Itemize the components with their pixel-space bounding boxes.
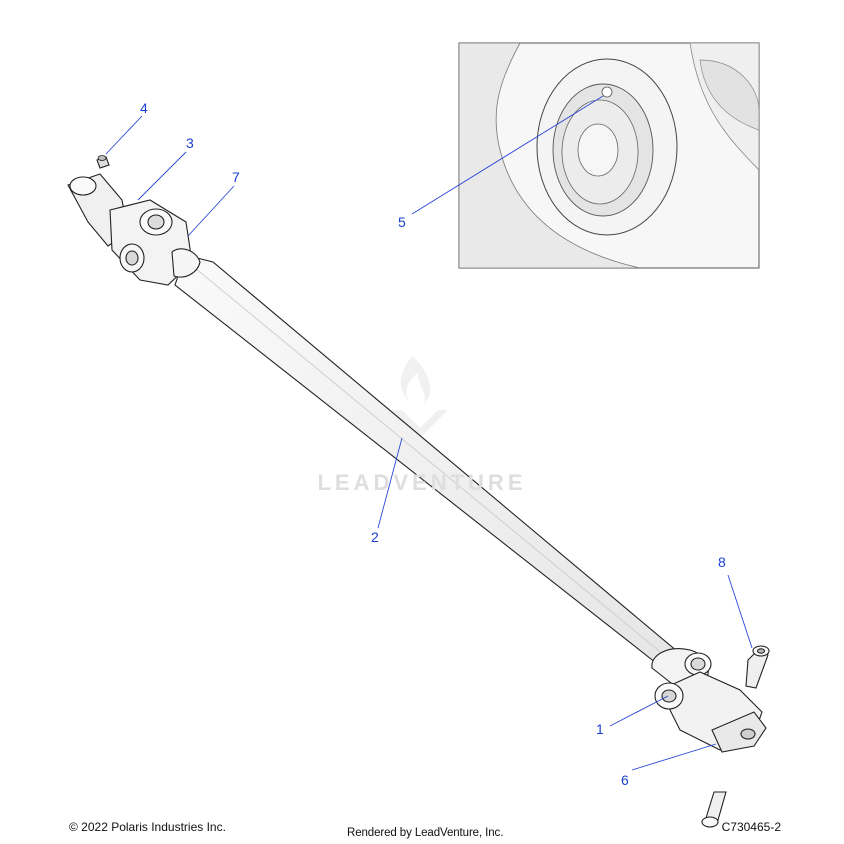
drawing-number: C730465-2	[721, 820, 781, 834]
leader-line-2	[377, 437, 403, 529]
upper-u-joint-assembly	[67, 173, 201, 286]
leader-line-4	[105, 115, 143, 155]
callout-8[interactable]: 8	[718, 554, 726, 570]
lower-u-joint-assembly	[651, 648, 767, 753]
upper-bolt	[745, 645, 770, 689]
grease-fitting	[96, 155, 110, 169]
callout-1[interactable]: 1	[596, 721, 604, 737]
leader-line-1	[609, 695, 669, 727]
detail-inset	[458, 42, 760, 269]
leader-line-3	[137, 151, 187, 201]
callout-4[interactable]: 4	[140, 100, 148, 116]
watermark-text: LEADVENTURE	[317, 470, 527, 495]
leader-line-5	[411, 95, 604, 215]
callout-3[interactable]: 3	[186, 135, 194, 151]
leader-line-8	[727, 574, 753, 649]
watermark-logo-icon	[392, 356, 448, 438]
callout-7[interactable]: 7	[232, 169, 240, 185]
callout-5[interactable]: 5	[398, 214, 406, 230]
leader-line-6	[631, 743, 717, 771]
propshaft-tube	[174, 254, 679, 671]
lower-bolt	[701, 791, 727, 828]
copyright-notice: © 2022 Polaris Industries Inc.	[69, 820, 226, 834]
rendered-by-credit: Rendered by LeadVenture, Inc.	[347, 827, 504, 839]
leader-line-7	[187, 185, 235, 237]
leader-lines	[105, 95, 753, 771]
callout-6[interactable]: 6	[621, 772, 629, 788]
callout-2[interactable]: 2	[371, 529, 379, 545]
